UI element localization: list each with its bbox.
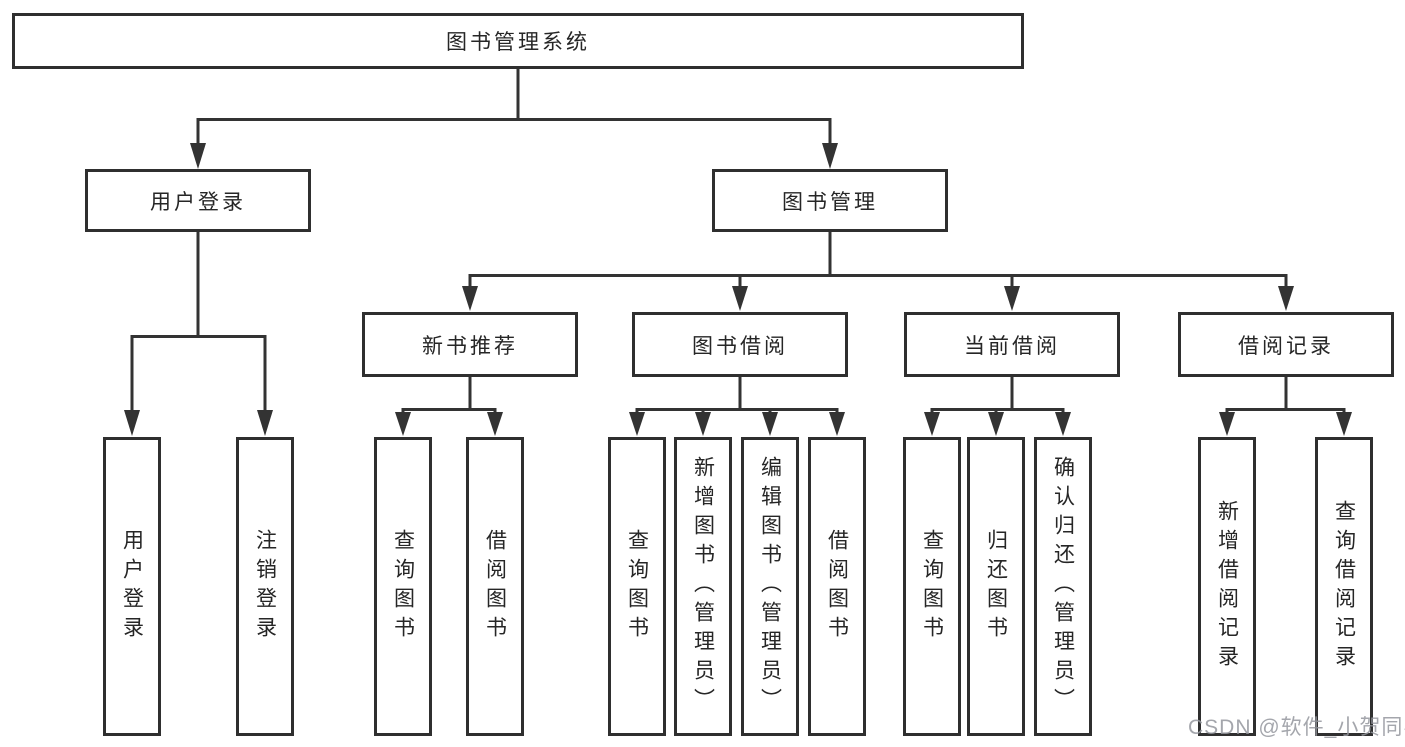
node-new-book-recommend: 新书推荐 xyxy=(362,312,578,377)
leaf-bb-add-books-admin: 新增图书（管理员） xyxy=(674,437,732,736)
leaf-br-query-record: 查询借阅记录 xyxy=(1315,437,1373,736)
leaf-bb-borrow-books: 借阅图书 xyxy=(808,437,866,736)
arrow-down-icon xyxy=(988,412,1004,436)
node-current-borrowing: 当前借阅 xyxy=(904,312,1120,377)
leaf-user-login: 用户登录 xyxy=(103,437,161,736)
arrow-down-icon xyxy=(629,412,645,436)
leaf-logout: 注销登录 xyxy=(236,437,294,736)
arrow-down-icon xyxy=(124,410,140,436)
arrow-down-icon xyxy=(829,412,845,436)
arrow-down-icon xyxy=(732,286,748,311)
arrow-down-icon xyxy=(1278,286,1294,311)
arrow-down-icon xyxy=(822,143,838,169)
arrow-down-icon xyxy=(1004,286,1020,311)
arrow-down-icon xyxy=(190,143,206,169)
arrow-down-icon xyxy=(695,412,711,436)
leaf-bb-query-books: 查询图书 xyxy=(608,437,666,736)
leaf-cb-return-books: 归还图书 xyxy=(967,437,1025,736)
arrow-down-icon xyxy=(395,412,411,436)
node-borrowing-records: 借阅记录 xyxy=(1178,312,1394,377)
node-book-management: 图书管理 xyxy=(712,169,948,232)
arrow-down-icon xyxy=(762,412,778,436)
leaf-cb-confirm-return-admin: 确认归还（管理员） xyxy=(1034,437,1092,736)
node-user-login: 用户登录 xyxy=(85,169,311,232)
arrow-down-icon xyxy=(462,286,478,311)
arrow-down-icon xyxy=(1055,412,1071,436)
node-library-system: 图书管理系统 xyxy=(12,13,1024,69)
leaf-nbr-query-books: 查询图书 xyxy=(374,437,432,736)
leaf-bb-edit-books-admin: 编辑图书（管理员） xyxy=(741,437,799,736)
arrow-down-icon xyxy=(257,410,273,436)
leaf-br-add-record: 新增借阅记录 xyxy=(1198,437,1256,736)
leaf-cb-query-books: 查询图书 xyxy=(903,437,961,736)
node-book-borrowing: 图书借阅 xyxy=(632,312,848,377)
arrow-down-icon xyxy=(1219,412,1235,436)
arrow-down-icon xyxy=(1336,412,1352,436)
arrow-down-icon xyxy=(487,412,503,436)
arrow-down-icon xyxy=(924,412,940,436)
csdn-watermark: CSDN @软件_小贺同学 xyxy=(1188,716,1405,739)
leaf-nbr-borrow-books: 借阅图书 xyxy=(466,437,524,736)
